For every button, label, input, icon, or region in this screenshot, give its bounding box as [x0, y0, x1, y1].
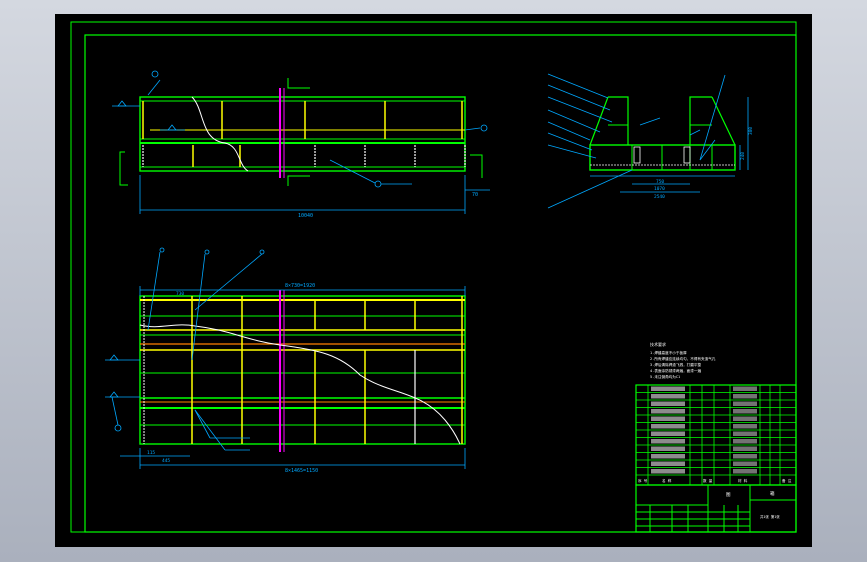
sheet-inner-frame [84, 34, 797, 533]
parts-row-name-cell [651, 386, 685, 391]
parts-row-name-cell [651, 394, 685, 399]
parts-row-material-cell [733, 394, 757, 399]
notes-line-4: 4.表面涂防锈漆两遍，面漆一遍 [650, 368, 701, 373]
elevation-view: 10040 70 [112, 70, 490, 219]
notes-line-2: 2.所有焊缝应连续均匀，不得有夹渣气孔 [650, 356, 716, 361]
section-right-height: 240 [740, 152, 746, 160]
name-header: 名 称 [662, 478, 672, 483]
section-width-inner: 750 [656, 179, 664, 185]
model-space-background [55, 14, 812, 547]
parts-row-name-cell [651, 401, 685, 406]
title-block [635, 484, 797, 533]
parts-row-material-cell [733, 401, 757, 406]
parts-row-material-cell [733, 409, 757, 414]
parts-row-name-cell [651, 431, 685, 436]
parts-row-material-cell [733, 386, 757, 391]
notes-line-5: 5.未注倒角均为C1 [650, 374, 680, 379]
parts-row-name-cell [651, 439, 685, 444]
parts-row-name-cell [651, 409, 685, 414]
parts-row-name-cell [651, 461, 685, 466]
notes-heading: 技术要求 [650, 341, 666, 347]
parts-row-name-cell [651, 424, 685, 429]
plan-view: 8×730=1920 730 8×1465=1150 115 445 [105, 247, 466, 474]
parts-row-material-cell [733, 424, 757, 429]
parts-row-material-cell [733, 416, 757, 421]
plan-outline [139, 295, 466, 445]
parts-row-name-cell [651, 469, 685, 474]
parts-list-table [635, 384, 797, 486]
remark-header: 备 注 [782, 478, 792, 483]
parts-rows [636, 384, 796, 476]
elevation-outline [139, 96, 466, 172]
parts-row-material-cell [733, 431, 757, 436]
notes-line-1: 1.焊缝高度不小于板厚 [650, 350, 687, 355]
qty-header: 数 量 [703, 478, 713, 483]
parts-row-material-cell [733, 461, 757, 466]
parts-row-material-cell [733, 446, 757, 451]
technical-notes: 技术要求 1.焊缝高度不小于板厚 2.所有焊缝应连续均匀，不得有夹渣气孔 3.焊… [650, 341, 716, 379]
plan-bottom-small-a: 115 [147, 450, 155, 456]
parts-row-name-cell [651, 446, 685, 451]
section-width-outer: 2540 [654, 194, 665, 200]
parts-row-material-cell [733, 439, 757, 444]
material-header: 材 料 [738, 478, 748, 483]
cross-section-view: 750 1070 2540 380 240 [547, 73, 754, 209]
elevation-right-dimension: 70 [472, 192, 478, 198]
parts-header: 序 号 名 称 数 量 材 料 备 注 [638, 478, 792, 483]
section-width-mid: 1070 [654, 186, 665, 192]
plan-left-offset-dimension: 730 [176, 291, 184, 297]
elevation-length-dimension: 10040 [298, 213, 313, 219]
sheet-label: 共1张 第1张 [760, 514, 780, 519]
parts-row-name-cell [651, 454, 685, 459]
parts-row-name-cell [651, 416, 685, 421]
plan-bottom-small-b: 445 [162, 458, 170, 464]
section-height: 380 [748, 127, 754, 135]
plan-top-dimension: 8×730=1920 [285, 283, 315, 289]
plan-bottom-dimension: 8×1465=1150 [285, 468, 318, 474]
parts-row-material-cell [733, 469, 757, 474]
parts-row-material-cell [733, 454, 757, 459]
drawing-number: 图 [726, 492, 731, 498]
notes-line-3: 3.焊后清除焊渣飞溅，打磨平整 [650, 362, 701, 367]
seq-header: 序 号 [638, 478, 648, 483]
drawing-title: 箱 [770, 490, 775, 497]
